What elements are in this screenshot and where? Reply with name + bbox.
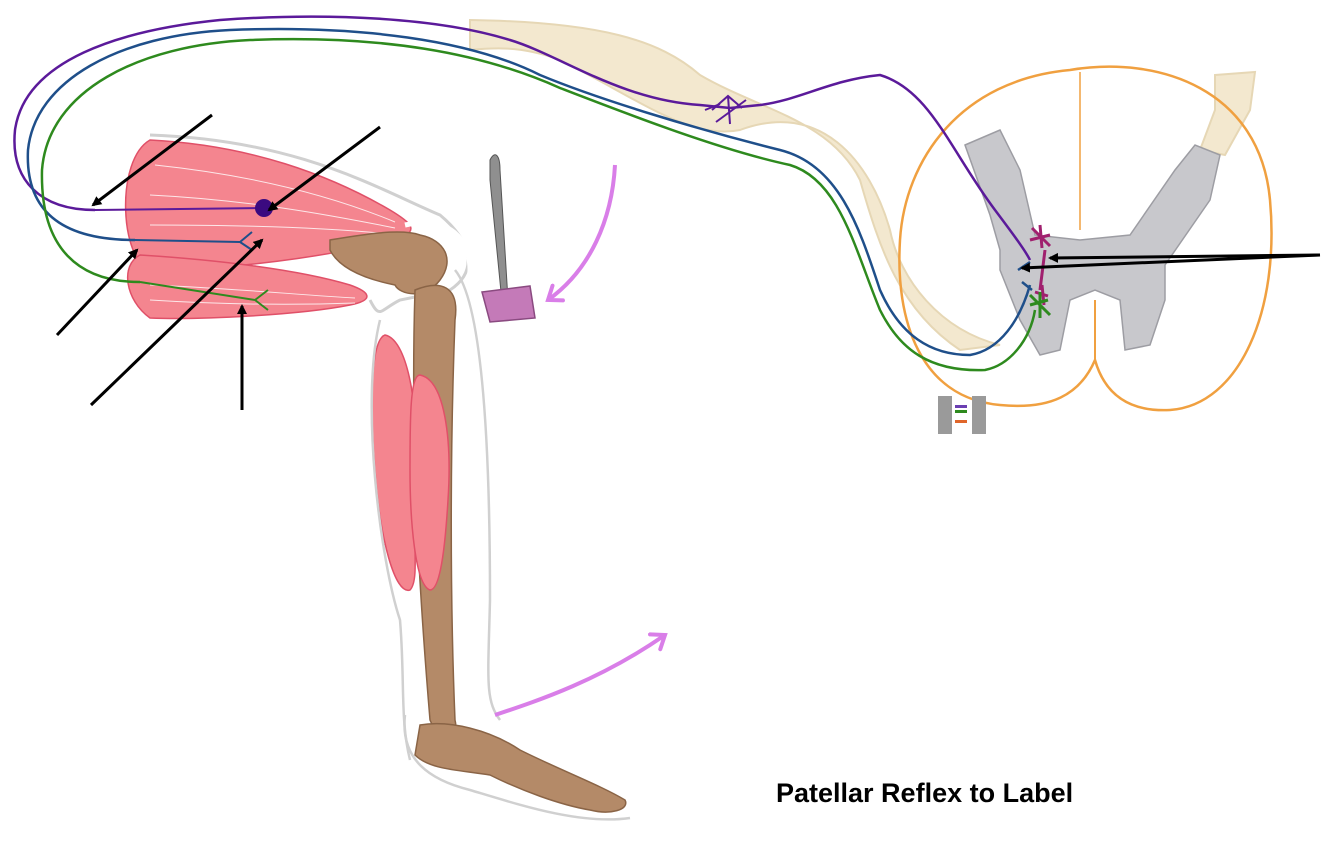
color-key-thumbnail [938, 396, 986, 434]
reflex-hammer-icon [482, 155, 535, 322]
spinal-cord-gray-matter [965, 130, 1220, 355]
hammer-strike-arrow-icon [548, 165, 615, 300]
diagram-caption: Patellar Reflex to Label [776, 778, 1073, 809]
dorsal-root-sheath [1200, 72, 1255, 155]
leg-extension-arrow-icon [495, 635, 665, 715]
quadriceps-muscle [126, 140, 411, 318]
foot-bones [415, 724, 626, 812]
